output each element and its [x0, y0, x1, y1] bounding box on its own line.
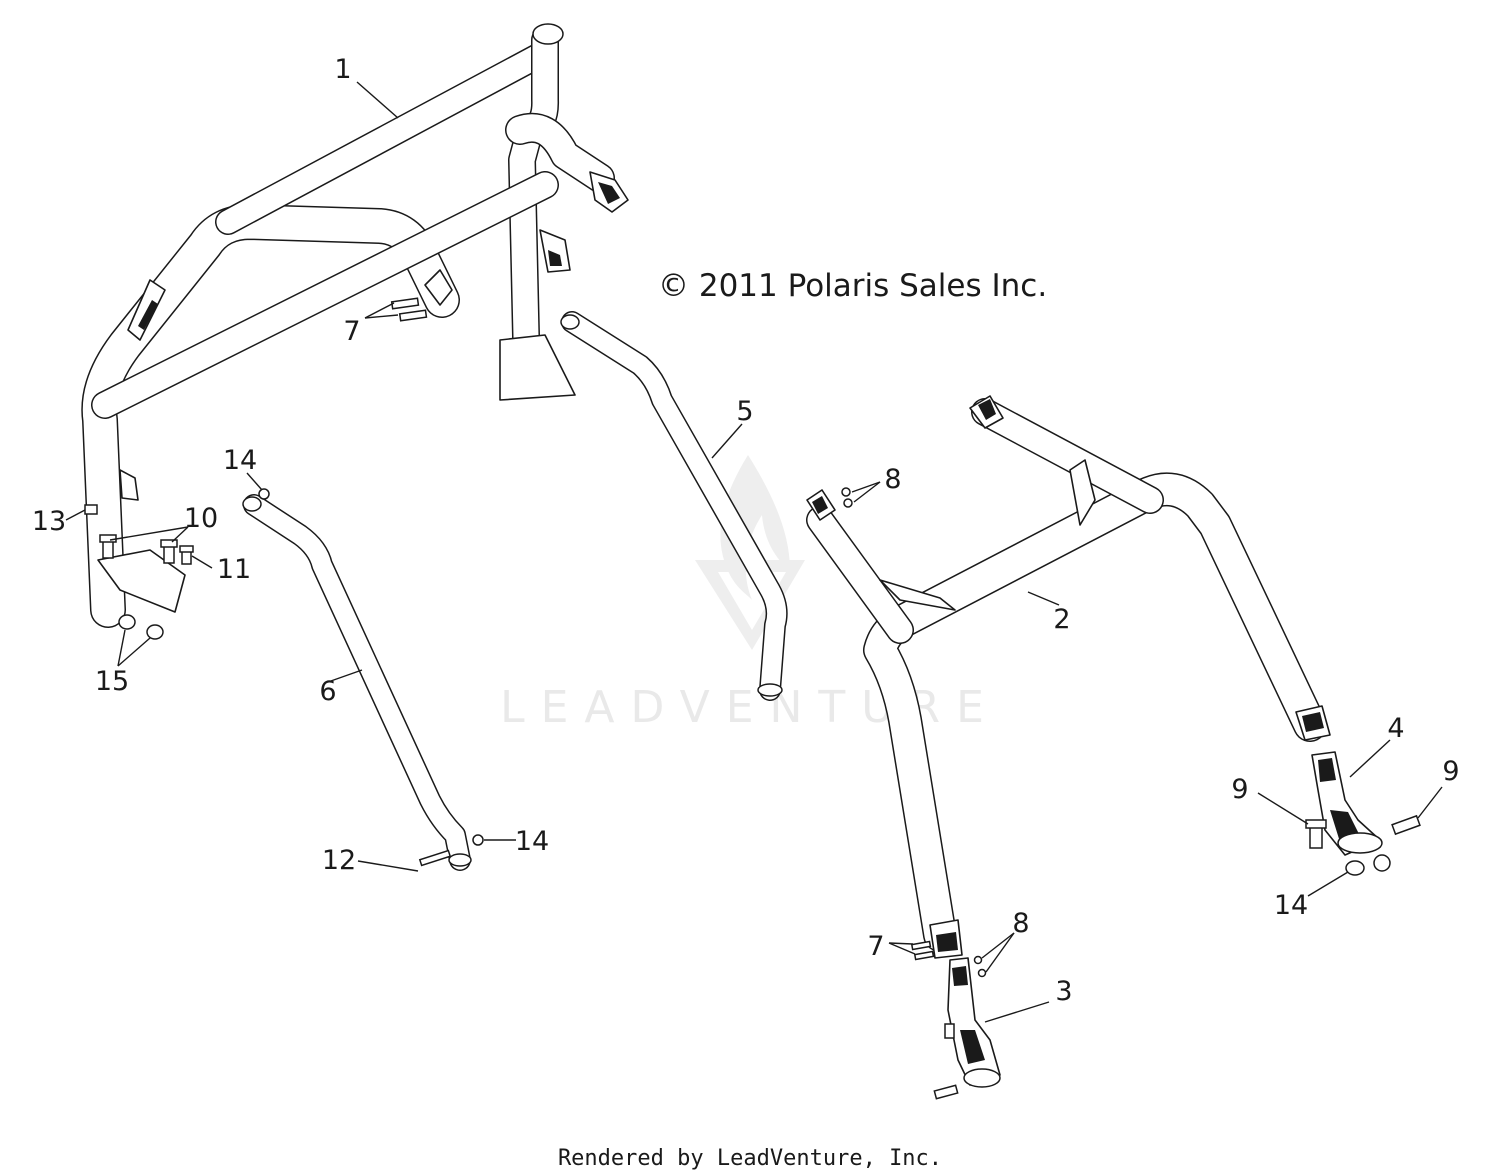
callout-part-9-right: 9: [1442, 756, 1459, 787]
copyright-text: © 2011 Polaris Sales Inc.: [658, 268, 1047, 304]
callout-leaders: [65, 81, 1443, 1023]
callout-part-7-upper: 7: [343, 316, 360, 347]
foot-mount-part-4[interactable]: [1311, 751, 1383, 856]
callout-part-14-middle: 14: [515, 826, 549, 857]
callout-part-2: 2: [1053, 604, 1070, 635]
callout-part-14-upper: 14: [223, 445, 257, 476]
callout-labels: 1 2 3 4 5 6 7 7 8 8 9 9 10 11 12 13 14 1…: [32, 54, 1460, 1007]
watermark-text: LEADVENTURE: [500, 682, 1000, 733]
callout-part-15: 15: [95, 666, 129, 697]
foot-mount-part-3[interactable]: [947, 957, 1001, 1088]
callout-part-7-lower: 7: [867, 931, 884, 962]
callout-part-3: 3: [1055, 976, 1072, 1007]
side-brace-tube-part-5[interactable]: [560, 311, 788, 701]
callout-part-9-left: 9: [1231, 774, 1248, 805]
rear-cage-tube-part-2[interactable]: [806, 395, 1331, 959]
callout-part-8-lower: 8: [1012, 908, 1029, 939]
callout-part-10: 10: [184, 503, 218, 534]
callout-part-4: 4: [1387, 713, 1404, 744]
callout-part-13: 13: [32, 506, 66, 537]
callout-part-14-right: 14: [1274, 890, 1308, 921]
callout-part-8-upper: 8: [884, 464, 901, 495]
callout-part-5: 5: [736, 396, 753, 427]
callout-part-12: 12: [322, 845, 356, 876]
footer-credit: Rendered by LeadVenture, Inc.: [558, 1146, 942, 1171]
callout-part-11: 11: [217, 554, 251, 585]
watermark-v-icon: [695, 560, 805, 650]
callout-part-1: 1: [334, 54, 351, 85]
hardware-bolts: [84, 297, 1421, 1100]
front-cage-tube-part-1[interactable]: [81, 23, 629, 628]
callout-part-6: 6: [319, 676, 336, 707]
side-brace-tube-part-6[interactable]: [242, 494, 472, 871]
